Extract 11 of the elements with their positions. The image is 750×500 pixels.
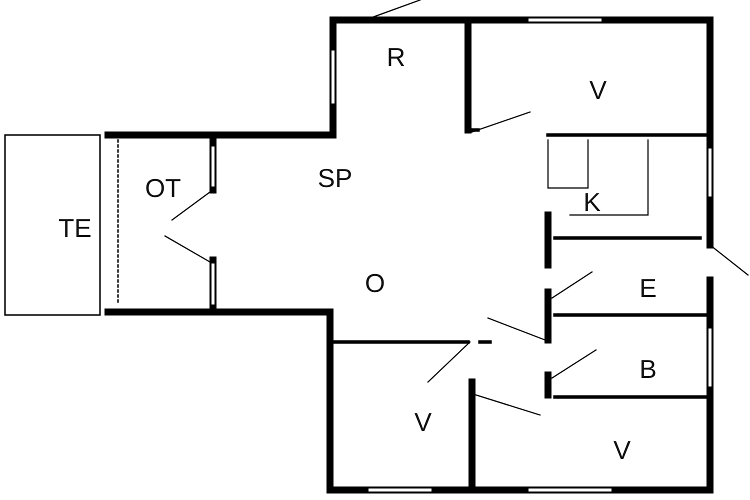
room-label: SP [318,165,352,191]
room-label: E [639,275,657,301]
room-label: B [639,356,657,382]
room-label: V [414,409,432,435]
room-label: OT [144,175,182,201]
room-label: R [386,44,406,70]
room-label: O [364,270,386,296]
room-label: TE [58,215,92,241]
room-label: V [613,437,631,463]
room-label: K [583,189,601,215]
room-label: V [589,77,607,103]
